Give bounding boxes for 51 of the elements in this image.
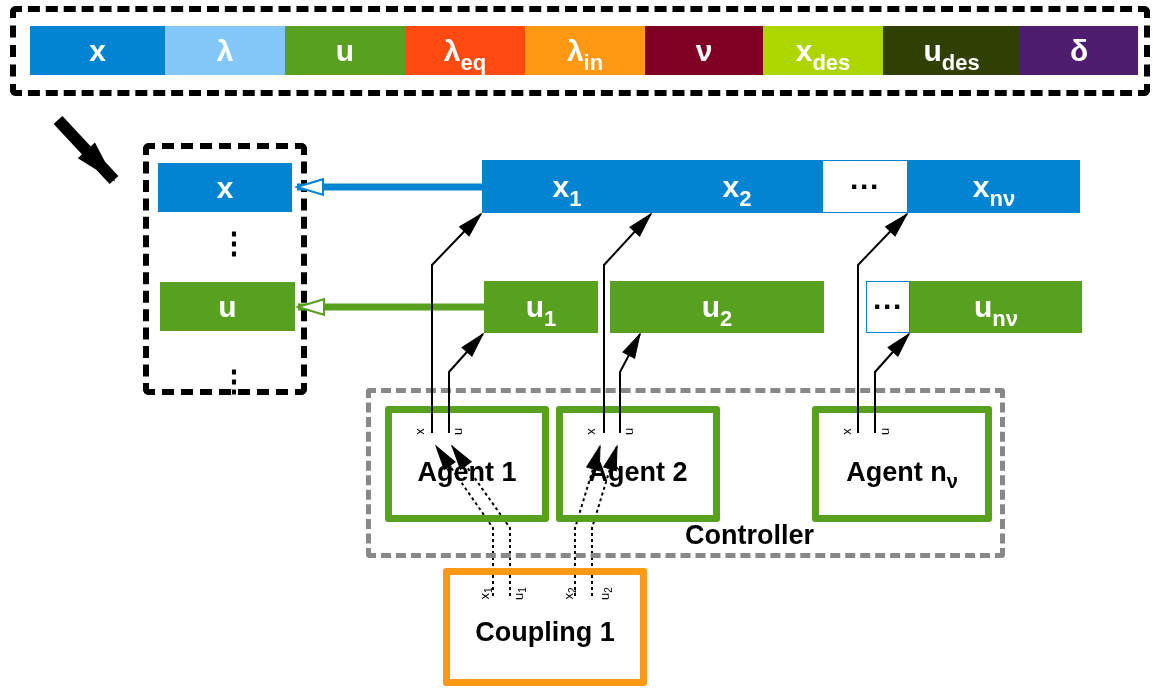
variable-block: u$_{des}$ (883, 26, 1020, 75)
coupling-box (443, 568, 647, 686)
arrow (53, 115, 119, 185)
port-label: x (412, 428, 426, 435)
controller-frame (366, 388, 1005, 558)
variable-block: δ (1020, 26, 1138, 75)
agent-box (385, 406, 549, 522)
variable-block: x (30, 26, 165, 75)
dotted-arrow (574, 445, 601, 597)
dashed-frame (143, 143, 307, 395)
arrow (603, 213, 652, 434)
dotted-arrow (451, 445, 511, 597)
arrow (857, 213, 908, 434)
arrow (874, 333, 910, 434)
variable-block: u (160, 282, 295, 331)
arrow (296, 178, 482, 196)
dotted-arrow (591, 445, 618, 597)
variable-block: x$_{1}$ (482, 160, 652, 213)
arrow (619, 333, 641, 434)
variable-block: x$_{des}$ (763, 26, 883, 75)
port-label: u (451, 427, 465, 436)
arrow (448, 333, 484, 434)
variable-block: λ$_{eq}$ (405, 26, 525, 75)
box-title: Coupling 1 (474, 619, 616, 646)
agent-box (812, 406, 992, 522)
dotted-arrow (435, 445, 494, 597)
variable-block: x (158, 163, 292, 212)
variable-block: λ (165, 26, 285, 75)
variable-block: ν (645, 26, 763, 75)
box-title: Agent 1 (416, 459, 518, 486)
variable-block: u$_{2}$ (610, 281, 824, 333)
dashed-frame (10, 6, 1150, 96)
ellipsis-block: ··· (822, 160, 908, 213)
ellipsis: ⋮ (219, 228, 249, 258)
variable-block: u$_{1}$ (484, 281, 598, 333)
port-label: u (622, 427, 636, 436)
arrow (297, 298, 484, 316)
variable-block: u (285, 26, 405, 75)
frame-title: Controller (685, 522, 814, 549)
agent-box (556, 406, 720, 522)
port-label: x (583, 428, 597, 435)
box-title: Agent n$_{ν}$ (845, 459, 959, 486)
variable-block: λ$_{in}$ (525, 26, 645, 75)
port-label: u (878, 427, 892, 436)
arrow (431, 213, 482, 434)
ellipsis: ⋮ (219, 366, 249, 396)
variable-block: x$_{nν}$ (908, 160, 1080, 213)
variable-block: x$_{2}$ (652, 160, 822, 213)
port-label: x (839, 428, 853, 435)
ellipsis-block: ··· (866, 281, 910, 333)
variable-block: u$_{nν}$ (910, 281, 1082, 333)
